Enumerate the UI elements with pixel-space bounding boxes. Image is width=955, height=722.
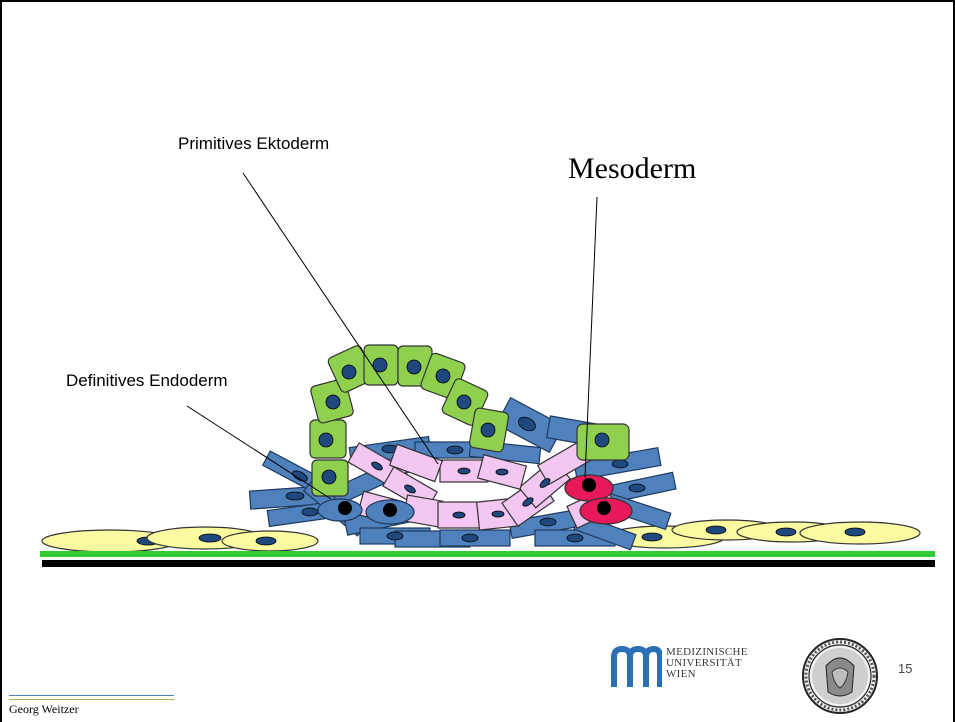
page-number: 15 (898, 661, 912, 676)
label-definitive-endoderm: Definitives Endoderm (66, 371, 228, 391)
footer-author: Georg Weitzer (9, 702, 79, 717)
university-name-line-3: WIEN (666, 669, 748, 680)
label-mesoderm: Mesoderm (568, 152, 696, 186)
yellow-cells-left (42, 527, 318, 552)
university-seal-icon (800, 636, 880, 716)
substrate-green (40, 551, 935, 557)
mu-logo-icon (610, 643, 662, 693)
footer-rule-blue (9, 695, 174, 696)
footer-rule-green (9, 699, 174, 700)
university-name: MEDIZINISCHE UNIVERSITÄT WIEN (666, 647, 748, 680)
substrate-black (42, 560, 935, 567)
label-primitive-ectoderm: Primitives Ektoderm (178, 134, 329, 154)
